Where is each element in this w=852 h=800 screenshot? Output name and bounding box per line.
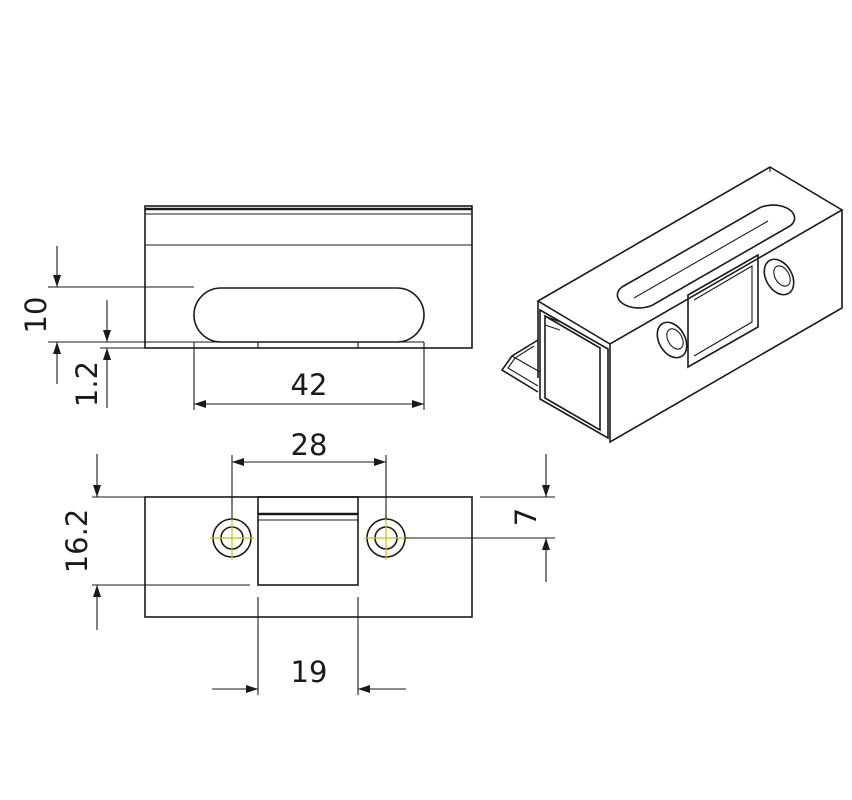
iso-right-face xyxy=(609,210,843,444)
dim-16.2-label: 16.2 xyxy=(60,509,94,574)
iso-front-opening xyxy=(544,314,601,432)
front-view-outline xyxy=(144,205,473,349)
iso-hole-left xyxy=(656,321,688,359)
iso-bottom-rail xyxy=(500,339,539,393)
iso-front-face xyxy=(539,308,609,440)
dim-28-label: 28 xyxy=(291,428,328,462)
dim-42-label: 42 xyxy=(291,368,328,402)
dim-1.2-label: 1.2 xyxy=(70,361,104,407)
front-view: 10 1.2 42 xyxy=(19,205,473,410)
bottom-view: 28 16.2 7 19 xyxy=(60,428,555,695)
right-hole xyxy=(364,516,408,560)
left-hole xyxy=(210,516,254,560)
front-slot xyxy=(193,287,425,343)
iso-side-window xyxy=(687,253,759,369)
dim-7-label: 7 xyxy=(509,508,543,526)
bottom-opening xyxy=(257,496,359,586)
dim-19-label: 19 xyxy=(291,655,328,689)
iso-hole-right xyxy=(763,258,795,296)
iso-top-face xyxy=(536,166,844,345)
dim-10-label: 10 xyxy=(19,297,53,334)
isometric-view xyxy=(500,166,844,444)
iso-top-slot xyxy=(616,204,796,309)
